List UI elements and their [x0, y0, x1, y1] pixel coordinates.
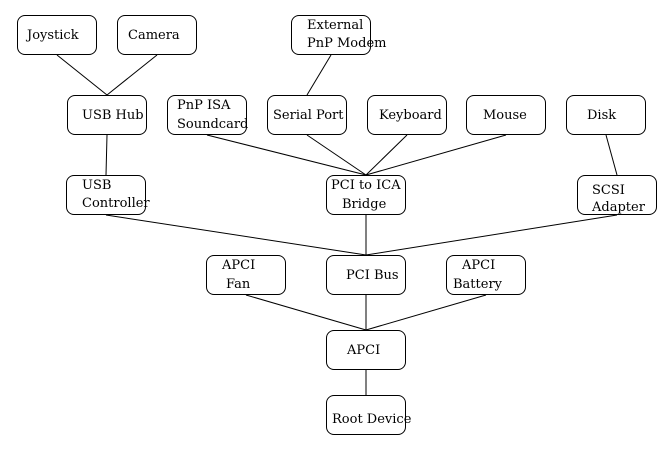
edge-scsi-to-pcibus — [365, 214, 618, 256]
edge-keyboard-to-bridge — [365, 134, 408, 176]
node-label: Mouse — [483, 108, 527, 123]
node-label: Root Device — [332, 412, 412, 427]
edge-mouse-to-bridge — [365, 134, 507, 176]
edge-joystick-to-usbhub — [56, 54, 108, 96]
node-pci-bus: PCI Bus — [326, 255, 406, 295]
node-joystick: Joystick — [17, 15, 97, 55]
node-label: Disk — [587, 108, 617, 123]
node-label-line2: Controller — [82, 196, 150, 211]
node-scsi-adapter: SCSI Adapter — [577, 175, 657, 215]
node-label: Joystick — [27, 28, 79, 43]
node-label-line2: Battery — [453, 277, 503, 292]
node-pnp-isa-soundcard: PnP ISA Soundcard — [167, 95, 249, 135]
node-label-line1: External — [307, 18, 364, 33]
node-root-device: Root Device — [326, 395, 411, 435]
node-label: Serial Port — [273, 108, 344, 123]
node-apci-fan: APCI Fan — [206, 255, 286, 295]
node-label-line2: Fan — [226, 277, 251, 292]
edge-serial-to-bridge — [306, 134, 367, 176]
node-serial-port: Serial Port — [267, 95, 347, 135]
node-usb-controller: USB Controller — [66, 175, 150, 215]
edge-usbhub-to-usbctrl — [105, 134, 108, 176]
edge-disk-to-scsi — [605, 134, 618, 176]
edge-usbctrl-to-pcibus — [105, 214, 367, 256]
node-label-line2: Bridge — [342, 197, 387, 212]
node-label: APCI — [347, 343, 381, 358]
edge-camera-to-usbhub — [106, 54, 158, 96]
edge-modem-to-serial — [306, 54, 332, 96]
node-pci-to-ica-bridge: PCI to ICA Bridge — [326, 175, 406, 215]
node-label-line1: USB — [82, 178, 112, 193]
node-label: USB Hub — [82, 108, 144, 123]
node-disk: Disk — [566, 95, 646, 135]
edge-soundcard-to-bridge — [206, 134, 367, 176]
node-label-line1: SCSI — [592, 183, 625, 198]
node-camera: Camera — [117, 15, 197, 55]
node-label-line1: APCI — [222, 258, 256, 273]
edge-battery-to-apci — [365, 294, 487, 331]
node-apci: APCI — [326, 330, 406, 370]
node-label-line1: PCI to ICA — [331, 178, 401, 193]
node-label-line2: Soundcard — [177, 117, 249, 132]
node-usb-hub: USB Hub — [67, 95, 147, 135]
node-label: Keyboard — [379, 108, 442, 123]
edge-fan-to-apci — [245, 294, 367, 331]
node-label-line1: APCI — [462, 258, 496, 273]
node-label: PCI Bus — [346, 268, 399, 283]
node-apci-battery: APCI Battery — [446, 255, 526, 295]
node-label: Camera — [128, 28, 180, 43]
node-mouse: Mouse — [466, 95, 546, 135]
node-label-line2: PnP Modem — [307, 36, 387, 51]
node-external-pnp-modem: External PnP Modem — [291, 15, 386, 55]
node-keyboard: Keyboard — [367, 95, 447, 135]
node-label-line2: Adapter — [592, 200, 645, 215]
node-label-line1: PnP ISA — [177, 98, 231, 113]
